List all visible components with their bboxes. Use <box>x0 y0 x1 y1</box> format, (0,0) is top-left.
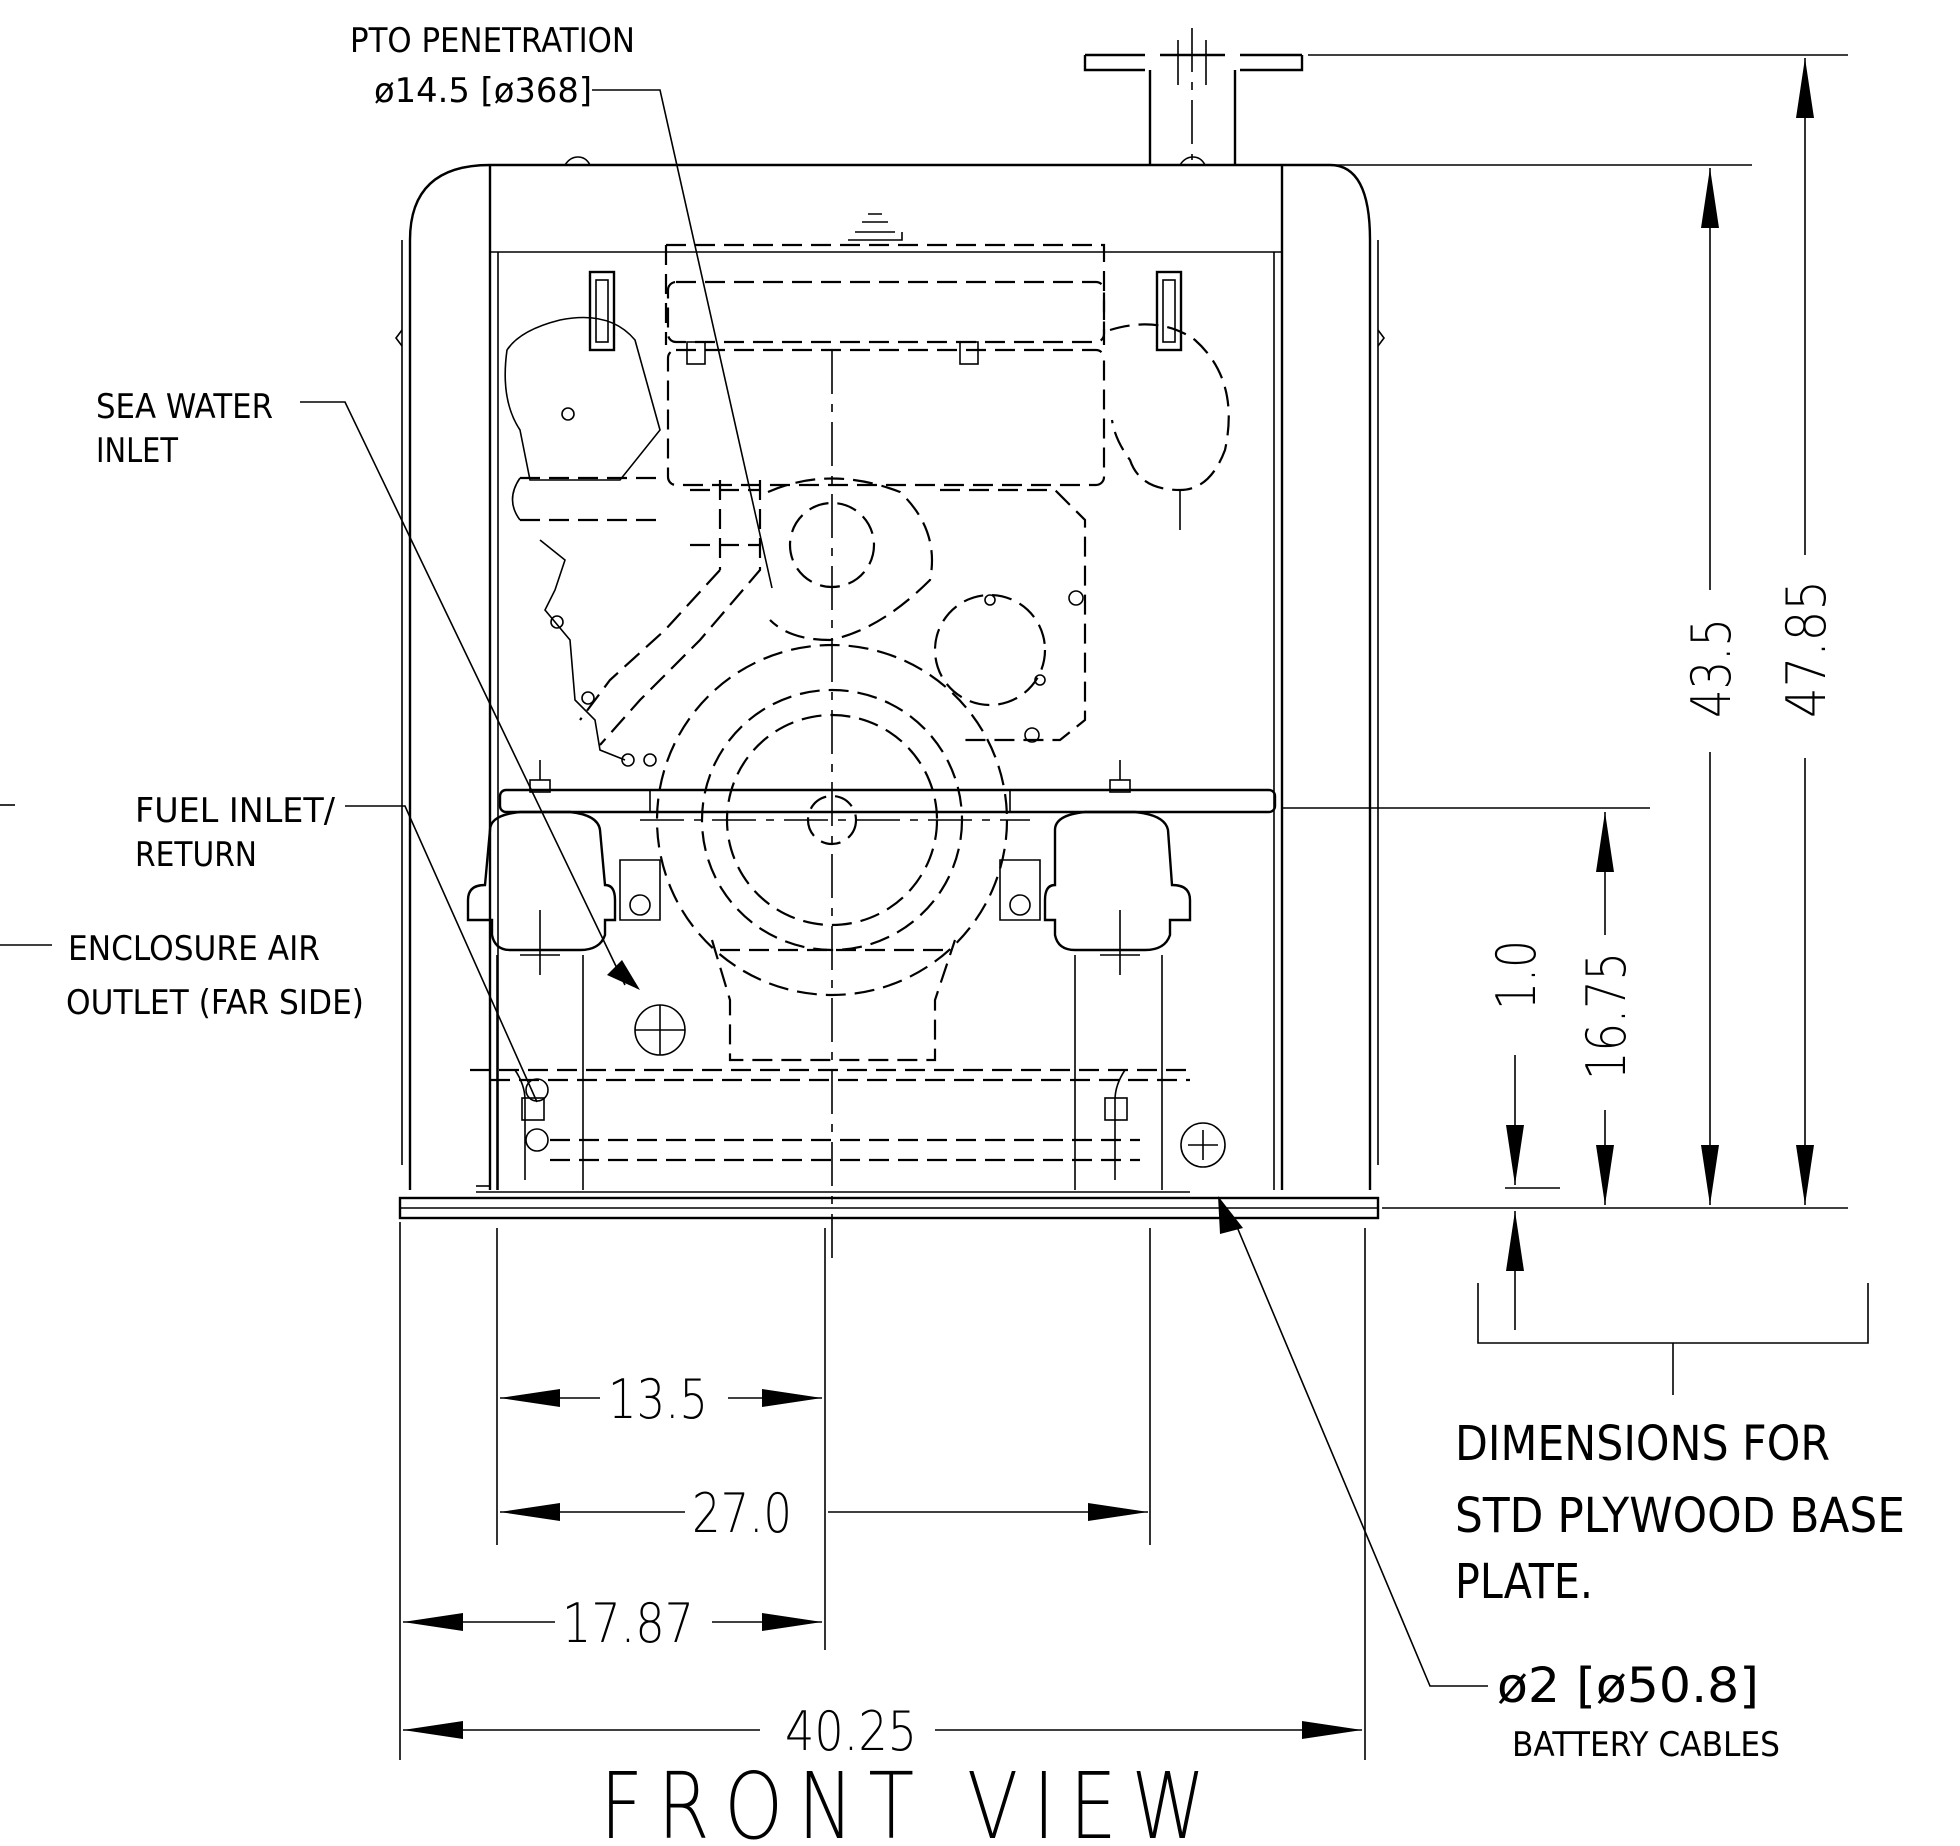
enclosure-air-outlet-label-line1: ENCLOSURE AIR <box>68 929 320 969</box>
dim-1-0: 1.0 <box>1485 940 1548 1010</box>
dim-47-85: 47.85 <box>1775 580 1838 718</box>
sea-water-inlet-label-line2: INLET <box>96 431 178 471</box>
fuel-inlet-label-line2: RETURN <box>135 835 257 875</box>
base-plate-note-line2: STD PLYWOOD BASE <box>1455 1488 1905 1544</box>
enclosure-air-outlet-label-line2: OUTLET (FAR SIDE) <box>66 983 364 1023</box>
callout-labels: PTO PENETRATION ø14.5 [ø368] SEA WATER I… <box>66 21 1905 1765</box>
battery-cables-label: BATTERY CABLES <box>1512 1725 1780 1765</box>
pto-penetration-label: PTO PENETRATION <box>350 21 635 61</box>
dim-17-87: 17.87 <box>562 1592 694 1655</box>
isolator-mounts <box>466 760 1226 1190</box>
fuel-inlet-label-line1: FUEL INLET/ <box>135 791 336 831</box>
view-title: FRONT VIEW <box>600 1753 1220 1846</box>
dim-27-0: 27.0 <box>692 1482 792 1545</box>
dim-13-5: 13.5 <box>608 1368 708 1431</box>
engine-hidden <box>498 213 1277 1260</box>
sea-water-inlet-label-line1: SEA WATER <box>96 387 273 427</box>
horizontal-dimensions: 13.5 27.0 17.87 40.25 <box>399 1222 1366 1763</box>
callout-leaders <box>0 89 1488 1687</box>
base-plate-note-line1: DIMENSIONS FOR <box>1455 1416 1830 1472</box>
vertical-dimensions: 47.85 43.5 16.75 1.0 <box>1282 54 1869 1395</box>
enclosure <box>395 156 1385 1220</box>
exhaust-stack <box>1083 28 1304 165</box>
pto-penetration-size: ø14.5 [ø368] <box>374 71 592 111</box>
dim-40-25: 40.25 <box>785 1700 917 1763</box>
dim-16-75: 16.75 <box>1575 952 1638 1080</box>
battery-cables-size: ø2 [ø50.8] <box>1497 1658 1759 1714</box>
base-plate-note-line3: PLATE. <box>1455 1554 1593 1610</box>
dim-43-5: 43.5 <box>1680 618 1743 718</box>
